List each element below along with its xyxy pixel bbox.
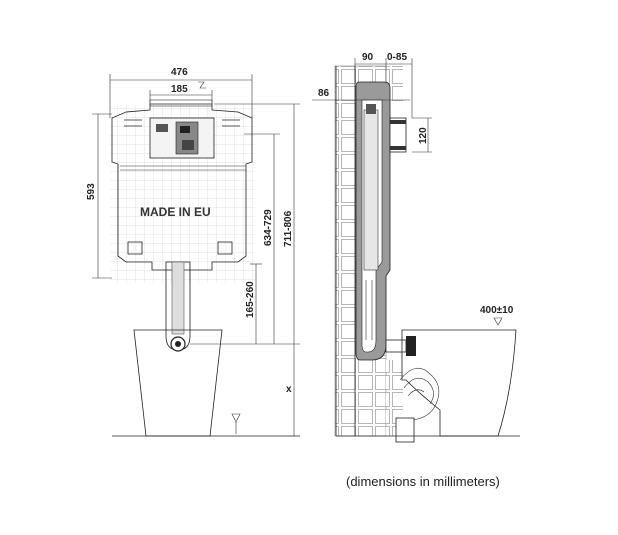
side-view	[334, 65, 520, 443]
outlet-connector	[385, 339, 407, 353]
dim-593: 593	[86, 183, 97, 200]
dim-165-260: 165-260	[245, 281, 256, 318]
frame-foot-right	[217, 241, 233, 255]
dim-400: 400±10	[480, 305, 514, 316]
side-dimensions: 90 0-85 86 120 400±10	[312, 52, 514, 326]
frame-foot-left	[127, 241, 143, 255]
dim-185: 185	[171, 84, 188, 95]
dim-120: 120	[418, 127, 429, 144]
dim-90: 90	[362, 52, 374, 63]
cistern-frame	[111, 103, 253, 271]
dim-0-85: 0-85	[387, 52, 407, 63]
dim-476: 476	[171, 67, 188, 78]
flush-valve-side	[363, 109, 379, 271]
floor-waste	[395, 417, 415, 443]
front-view: MADE IN EU	[110, 99, 300, 437]
made-in-label: MADE IN EU	[140, 205, 211, 219]
pan-trap	[399, 367, 440, 421]
dim-x: x	[286, 384, 292, 395]
level-marker	[493, 317, 503, 326]
dim-634-729: 634-729	[263, 209, 274, 246]
front-dimensions: 476 185 593 634-729 711-806 165-260 x	[86, 67, 300, 436]
inlet-pipe	[389, 117, 407, 153]
wc-pan-side	[401, 329, 517, 437]
wall-tiles-lower	[386, 360, 403, 436]
caption-units: (dimensions in millimeters)	[346, 474, 500, 489]
dim-711-806: 711-806	[283, 210, 294, 247]
level-symbol	[231, 413, 241, 434]
dim-86: 86	[318, 88, 330, 99]
